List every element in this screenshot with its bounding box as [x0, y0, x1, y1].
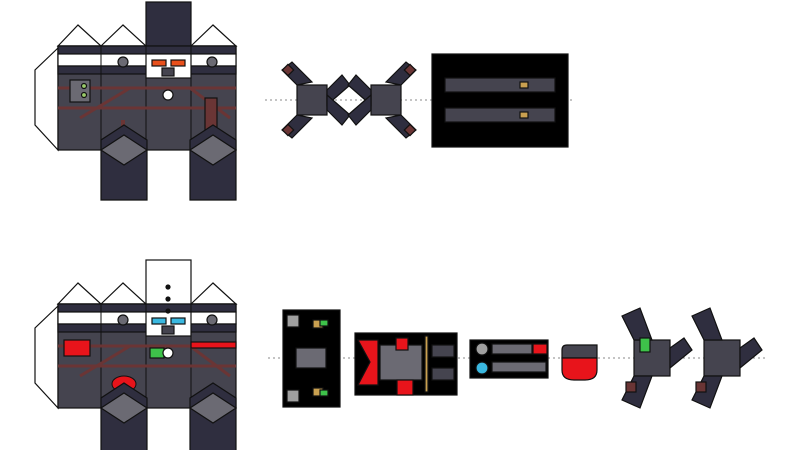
arm-segment — [669, 337, 693, 370]
head-dot — [165, 284, 171, 290]
hand-palm — [370, 84, 402, 116]
gold-mark — [519, 81, 529, 89]
cuff — [403, 123, 417, 137]
gray-knob — [475, 342, 489, 356]
skull — [162, 89, 174, 101]
shoulder-flap — [99, 24, 148, 47]
hand-palm — [296, 84, 328, 116]
head-dot — [165, 296, 171, 302]
bottom-template — [34, 259, 238, 450]
eye — [151, 317, 167, 325]
gold-mark — [519, 111, 529, 119]
backpack-rail — [444, 107, 556, 123]
plate — [286, 314, 300, 328]
gauntlet-left — [621, 307, 693, 409]
red-block — [396, 379, 414, 396]
leg-armor — [99, 134, 149, 166]
mouth — [161, 325, 175, 335]
bolt — [117, 314, 129, 326]
eye — [170, 59, 186, 67]
bolt — [206, 314, 218, 326]
barrel-tip — [532, 343, 548, 355]
leg-armor — [188, 392, 238, 424]
bolt — [206, 56, 218, 68]
green-panel — [149, 347, 165, 359]
leg-armor — [188, 134, 238, 166]
cyan-knob — [475, 361, 489, 375]
red-block — [395, 337, 409, 351]
band — [625, 381, 637, 393]
shoulder-flap — [56, 282, 103, 305]
arm-right — [347, 61, 417, 139]
shoulder-flap — [189, 282, 238, 305]
led — [80, 82, 88, 90]
head-top — [145, 1, 192, 49]
barrel-lower — [491, 361, 547, 373]
red-fin — [356, 339, 379, 386]
plate — [286, 389, 300, 403]
green-tag — [319, 319, 329, 327]
backpack-piece — [431, 53, 569, 148]
side-flap — [34, 46, 59, 152]
barrel-upper — [491, 343, 533, 355]
vent — [431, 344, 455, 358]
green-tag — [319, 389, 329, 397]
bolt — [117, 56, 129, 68]
finger — [347, 93, 372, 126]
shoulder-flap — [56, 24, 103, 47]
top-template — [34, 1, 238, 201]
eye — [151, 59, 167, 67]
control-box — [69, 79, 91, 103]
eye — [170, 317, 186, 325]
backpack-rail — [444, 77, 556, 93]
arm-segment — [739, 337, 763, 370]
red-stripe — [190, 341, 237, 349]
cap-bottom — [561, 357, 598, 381]
green-lights — [639, 337, 651, 353]
buckle — [295, 347, 327, 369]
red-panel — [63, 339, 91, 357]
side-flap — [34, 304, 59, 410]
head-dot — [165, 308, 171, 314]
body-band — [57, 45, 237, 55]
parts — [265, 53, 765, 409]
body-band — [57, 303, 237, 313]
cuff — [281, 123, 295, 137]
led — [80, 91, 88, 99]
skull — [162, 347, 174, 359]
joint-center — [703, 339, 741, 377]
strap — [58, 344, 236, 378]
cuff — [281, 63, 295, 77]
shoulder-flap — [189, 24, 238, 47]
band — [695, 381, 707, 393]
gold-bar — [424, 335, 429, 393]
cap-top — [561, 344, 598, 359]
arm-left — [281, 61, 351, 139]
vent — [431, 367, 455, 381]
shoulder-flap — [99, 282, 148, 305]
leg-armor — [99, 392, 149, 424]
arm-segment — [621, 307, 653, 341]
arm-segment — [691, 307, 723, 341]
strap — [58, 86, 236, 120]
mouth — [161, 67, 175, 77]
cuff — [403, 63, 417, 77]
gauntlet-right — [691, 307, 763, 409]
